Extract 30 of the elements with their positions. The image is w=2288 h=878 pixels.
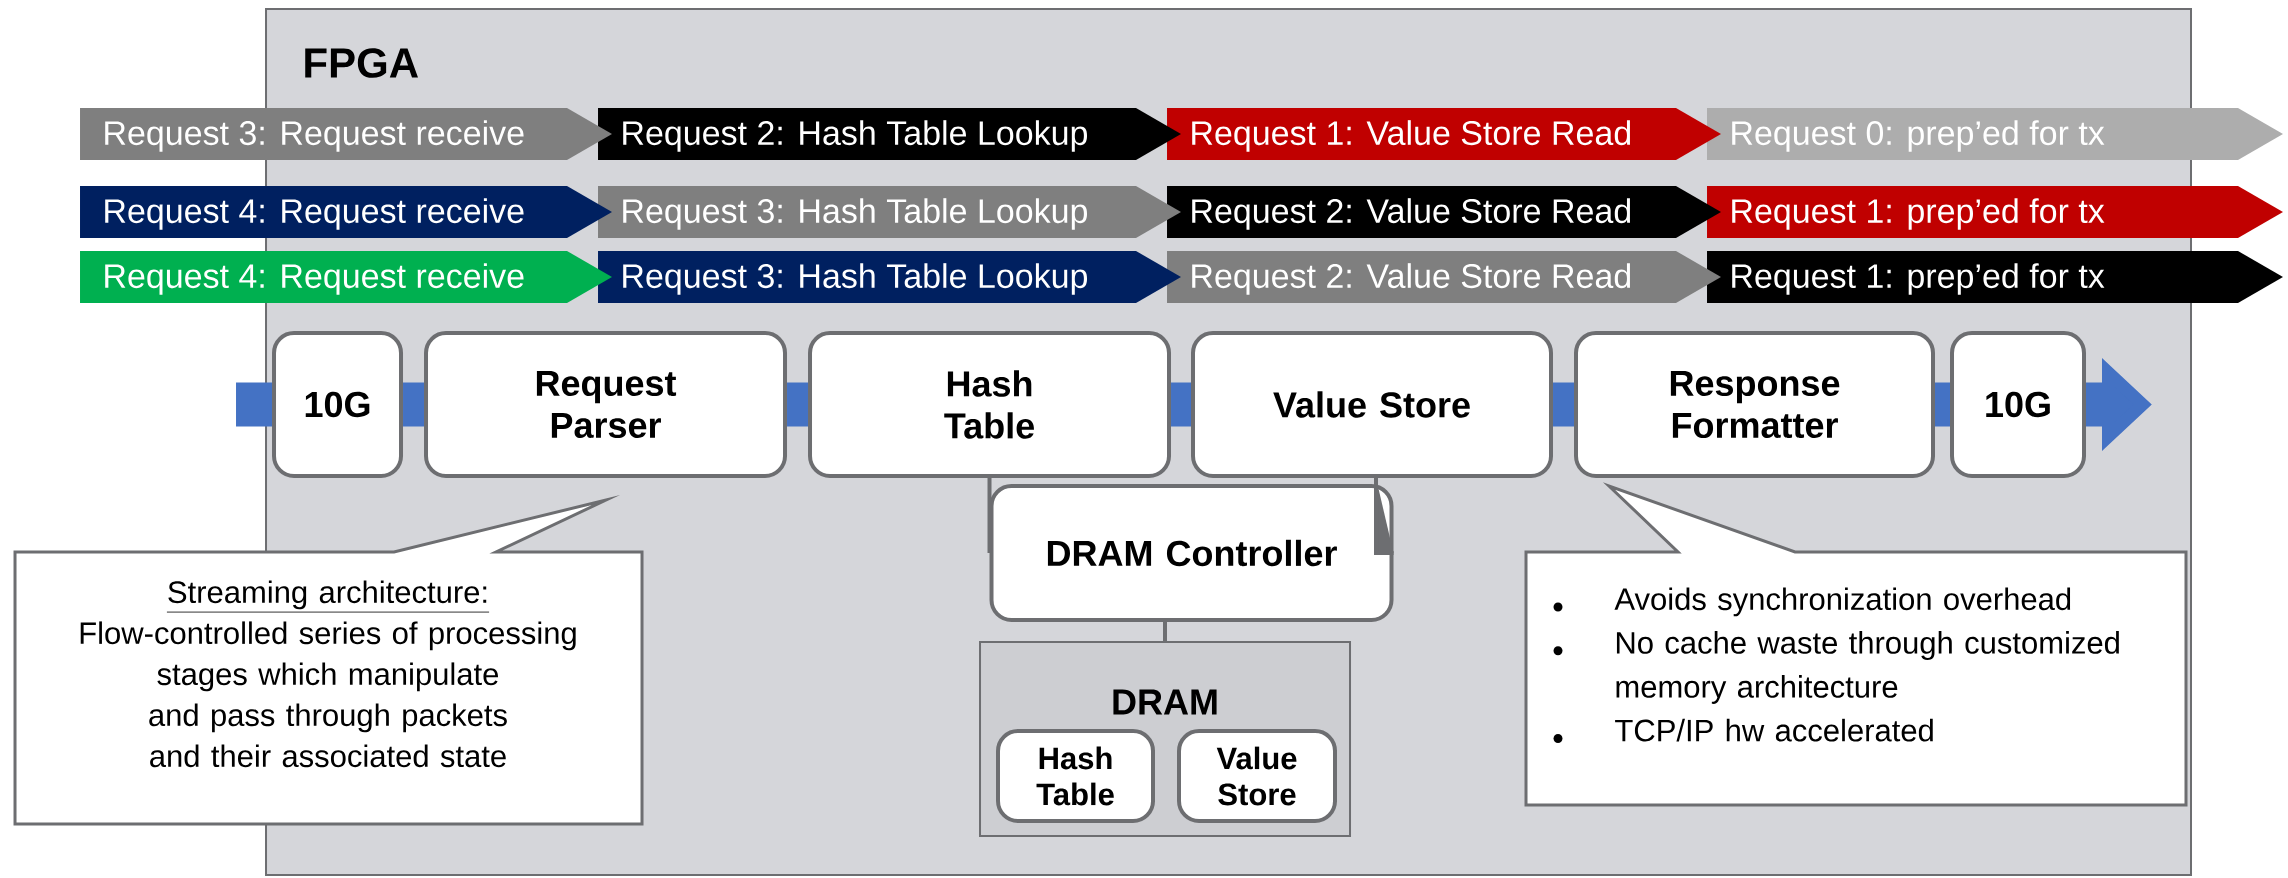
process-box: 10G xyxy=(1950,331,2086,478)
bullet-item: No cache waste through customized memory architecture xyxy=(1553,631,2119,704)
process-box: Value Store xyxy=(1191,331,1553,478)
connector-line xyxy=(1163,622,1167,641)
stage-banner: Request 4: Request receive xyxy=(80,251,612,303)
bullet-item: Avoids synchronization overhead xyxy=(1553,587,2071,617)
stage-banner: Request 3: Request receive xyxy=(80,108,612,160)
process-box: Request Parser xyxy=(424,331,787,478)
panel-title: DRAM xyxy=(1113,689,1217,715)
container-title: FPGA xyxy=(305,48,418,78)
process-box: Value Store xyxy=(1177,729,1337,823)
stage-banner: Request 3: Hash Table Lookup xyxy=(598,186,1181,238)
process-box: Hash Table xyxy=(996,729,1155,823)
stage-banner: Request 1: Value Store Read xyxy=(1167,108,1721,160)
process-box: Response Formatter xyxy=(1574,331,1935,478)
process-box: Hash Table xyxy=(808,331,1171,478)
stage-banner: Request 0: prep’ed for tx xyxy=(1707,108,2283,160)
process-box: DRAM Controller xyxy=(989,484,1394,622)
stage-banner: Request 1: prep’ed for tx xyxy=(1707,186,2283,238)
callout-bubble: Streaming architecture: Flow-controlled series of processing stages which manipulate and pass through packets and their associated state xyxy=(13,495,644,826)
connector-line xyxy=(987,478,992,553)
connector-line xyxy=(1374,476,1396,555)
process-box: 10G xyxy=(272,331,403,478)
bullet-item: TCP/IP hw accelerated xyxy=(1553,718,1933,743)
stage-banner: Request 4: Request receive xyxy=(80,186,612,238)
stage-banner: Request 3: Hash Table Lookup xyxy=(598,251,1181,303)
stage-banner: Request 2: Hash Table Lookup xyxy=(598,108,1181,160)
stage-banner: Request 1: prep’ed for tx xyxy=(1707,251,2283,303)
stage-banner: Request 2: Value Store Read xyxy=(1167,186,1721,238)
stage-banner: Request 2: Value Store Read xyxy=(1167,251,1721,303)
